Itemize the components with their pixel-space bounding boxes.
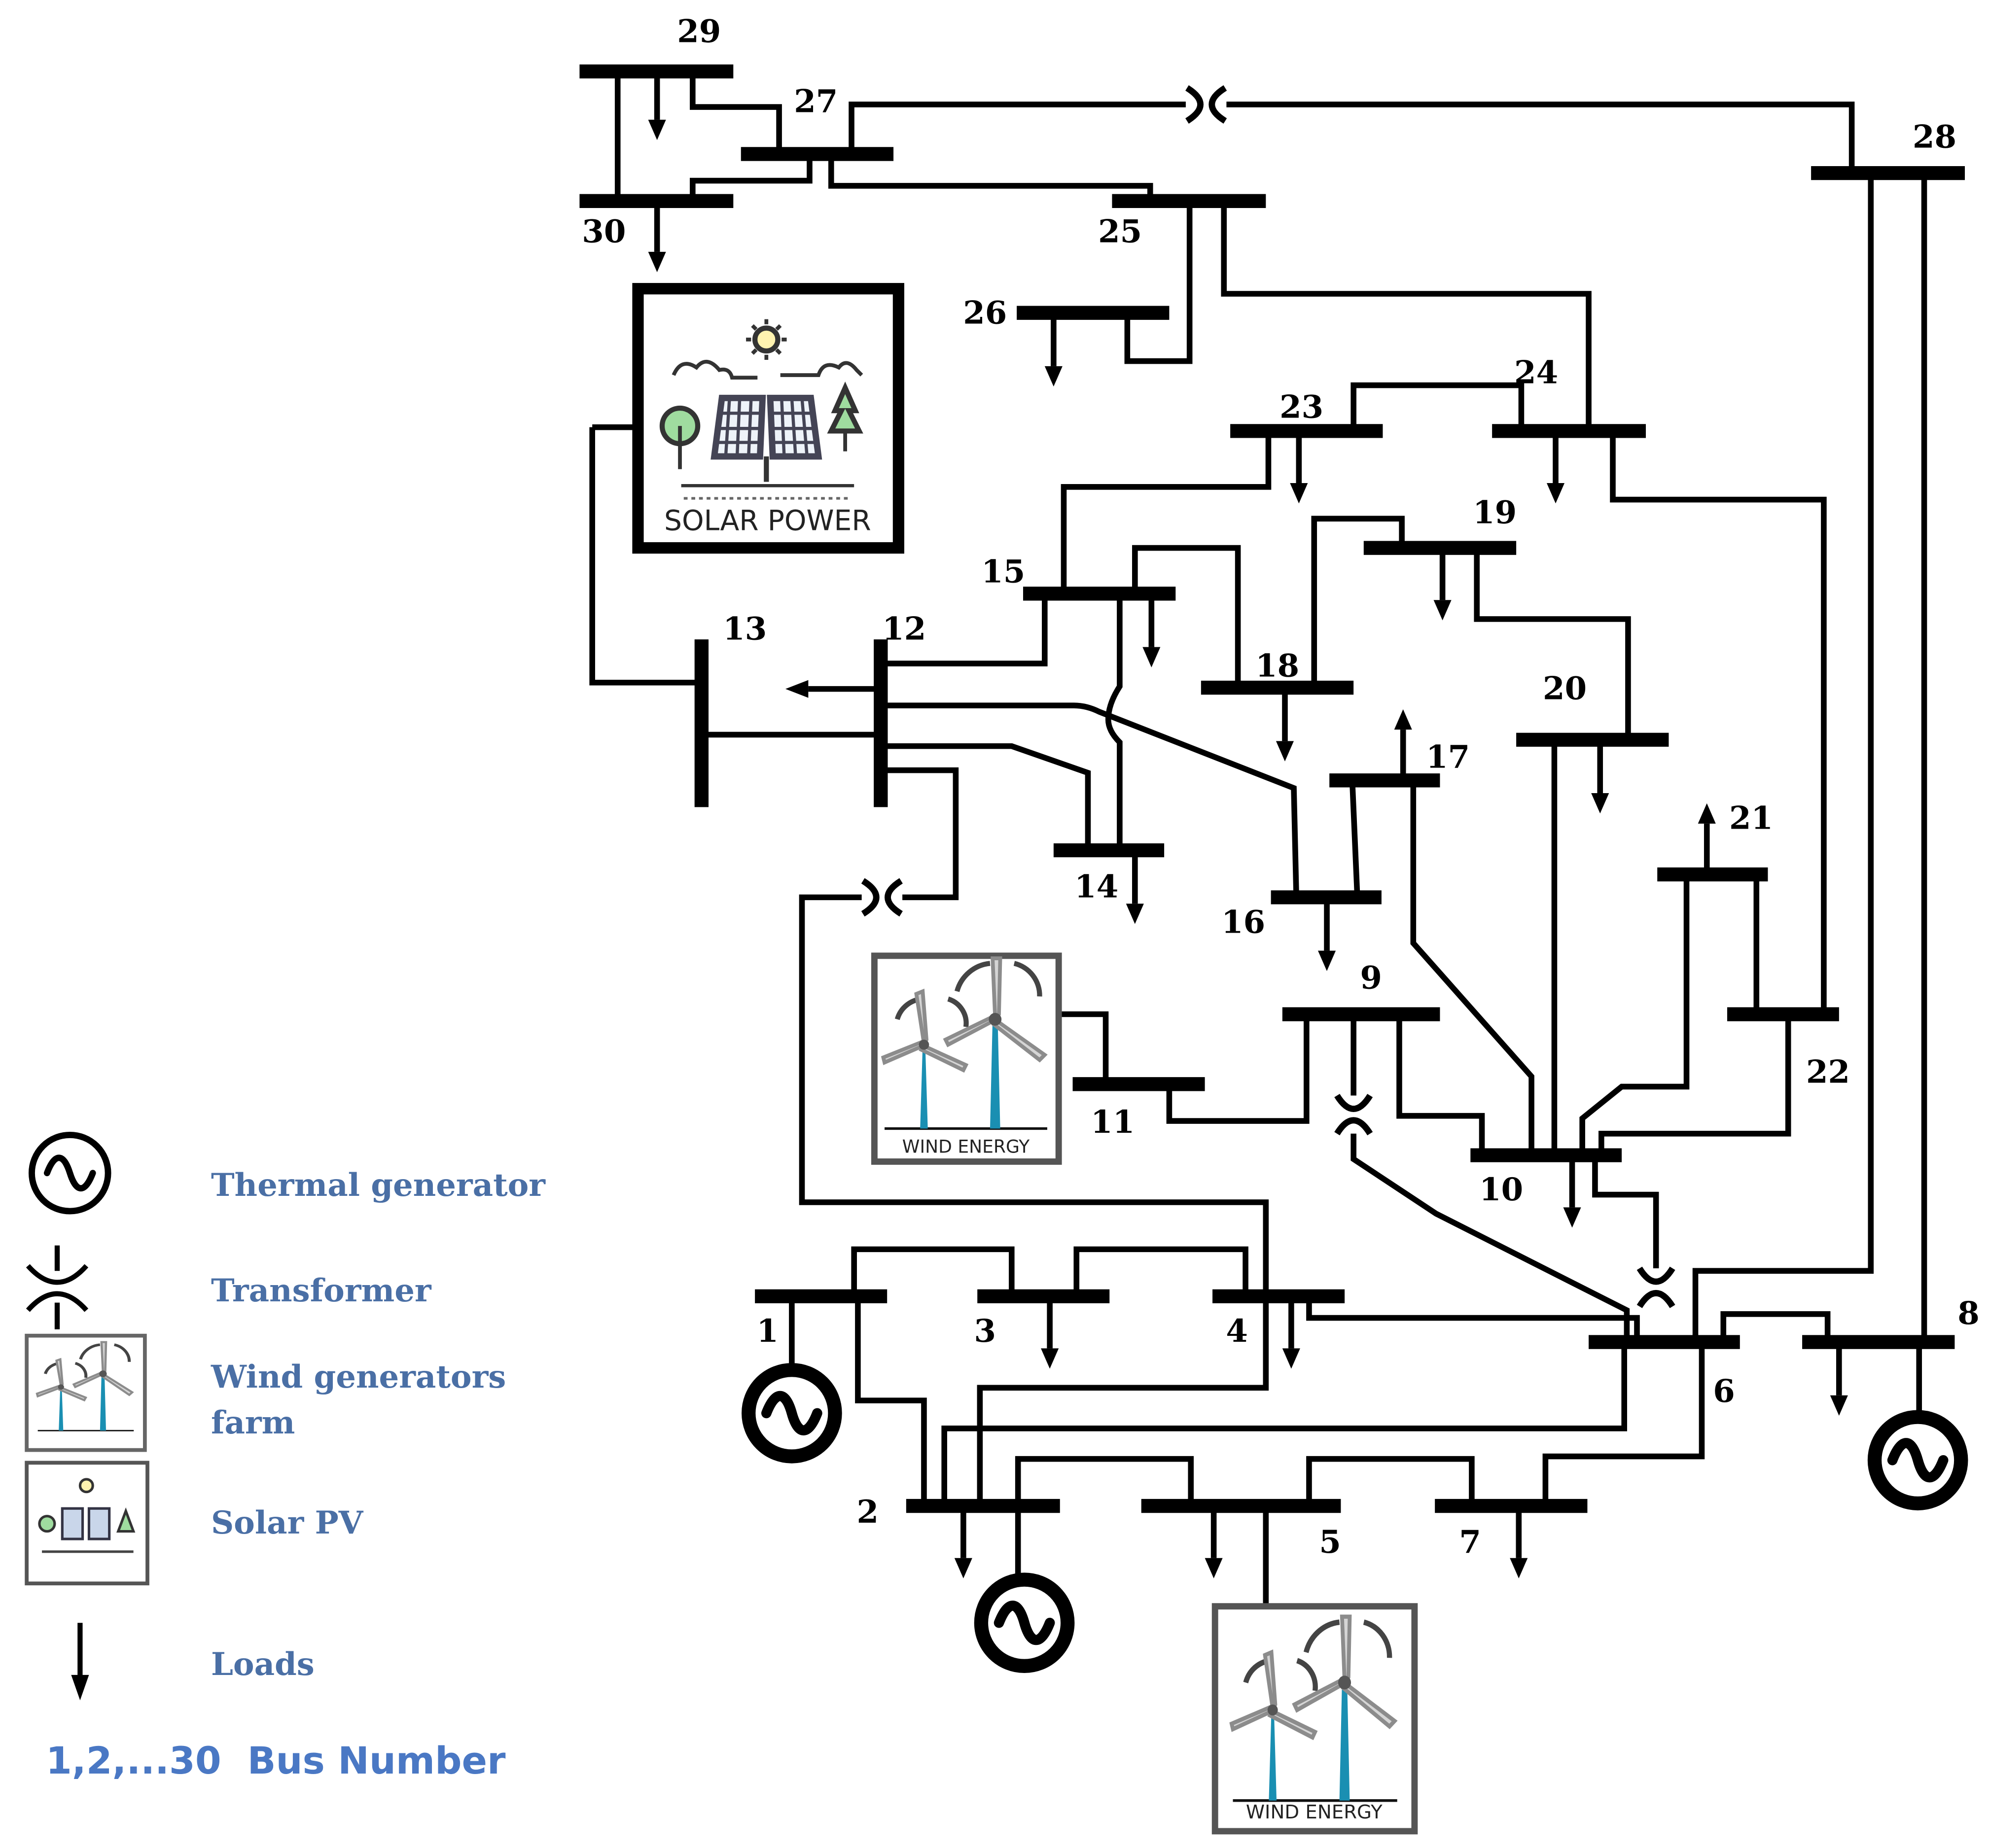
wind-farm-picture-bus-5: WIND ENERGY [1211,1603,1418,1835]
wind-farm-picture-bus-11: WIND ENERGY [871,952,1062,1165]
bus-number-labels: 29 27 30 25 28 26 23 24 19 15 18 20 17 1… [582,13,1979,1561]
bus-label-11: 11 [1091,1104,1135,1141]
legend-load-icon [71,1623,89,1701]
load-arrow [1044,313,1063,387]
thermal-generator-bus-1 [742,1363,842,1464]
bus-label-14: 14 [1074,868,1118,905]
transformer-4-12 [863,881,901,914]
bus-label-10: 10 [1479,1171,1523,1208]
loads [648,71,1848,1578]
thermal-generator-bus-8 [1867,1410,1968,1511]
bus-label-4: 4 [1226,1313,1248,1350]
legend-thermal-generator-icon [28,1131,111,1215]
legend-transformer-icon [26,1245,89,1329]
bus-label-30: 30 [582,213,626,250]
bus-label-26: 26 [963,294,1007,331]
load-arrow [1126,850,1144,924]
bus-label-24: 24 [1514,354,1558,391]
bus-label-9: 9 [1360,959,1382,996]
load-arrow [1394,709,1412,781]
bus-label-18: 18 [1255,647,1299,684]
bus-label-25: 25 [1098,213,1142,250]
load-arrow [1433,548,1452,621]
legend-transformer-label: Transformer [211,1272,432,1309]
legend-wind-label-line1: Wind generators [211,1359,506,1395]
load-arrow [1698,803,1716,874]
transformer-6-10 [1639,1268,1672,1306]
bus-label-21: 21 [1729,800,1773,837]
legend: Thermal generator Transformer Wind gener… [25,1131,546,1782]
bus-label-29: 29 [677,13,721,50]
load-arrow [1591,739,1609,814]
bus-label-23: 23 [1279,388,1323,425]
bus-label-3: 3 [974,1313,996,1350]
bus-label-28: 28 [1913,119,1956,156]
load-arrow [1290,431,1308,504]
load-arrow [1546,431,1565,504]
load-arrow [648,71,666,140]
transformer-27-28 [1187,88,1225,121]
load-arrow [954,1506,972,1578]
load-arrow [1142,593,1161,667]
bus-label-16: 16 [1221,904,1265,941]
bus-label-27: 27 [794,83,838,120]
bus-label-19: 19 [1473,494,1517,531]
bus-label-13: 13 [723,610,767,647]
thermal-generator-bus-2 [974,1572,1075,1674]
bus-label-15: 15 [981,553,1025,590]
solar-pv-picture: SOLAR POWER [632,283,904,554]
load-arrow [1041,1296,1059,1369]
bus-label-22: 22 [1806,1053,1850,1090]
transmission-lines [589,71,1927,1606]
load-arrow [1830,1342,1848,1416]
legend-solar-pv-icon [25,1461,149,1586]
bus-label-5: 5 [1319,1524,1341,1561]
bus-label-7: 7 [1459,1524,1481,1561]
bus-label-6: 6 [1713,1373,1735,1410]
load-arrow [1318,897,1336,971]
legend-wind-label-line2: farm [211,1404,295,1441]
bus-label-20: 20 [1543,670,1587,707]
wind-caption: WIND ENERGY [1246,1801,1383,1823]
load-arrow [648,201,666,273]
bus-label-8: 8 [1957,1295,1980,1332]
load-arrow [1276,688,1294,762]
thermal-generators [742,1363,1968,1674]
load-arrow [1563,1155,1581,1228]
wind-caption: WIND ENERGY [902,1136,1030,1157]
load-arrow [1205,1506,1223,1578]
bus-label-12: 12 [882,610,926,647]
load-arrow [1510,1506,1528,1578]
transformer-6-9 [1337,1095,1370,1133]
legend-bus-number-label: 1,2,...30 Bus Number [46,1739,506,1782]
legend-thermal-label: Thermal generator [211,1167,546,1204]
solar-caption: SOLAR POWER [664,504,871,537]
load-arrow [785,680,881,698]
bus-label-1: 1 [757,1313,779,1350]
legend-solar-label: Solar PV [211,1504,364,1541]
bus-label-17: 17 [1426,738,1470,775]
legend-loads-label: Loads [211,1646,315,1683]
load-arrow [1282,1296,1300,1369]
legend-wind-farm-icon [25,1333,147,1452]
bus-label-2: 2 [856,1494,879,1531]
